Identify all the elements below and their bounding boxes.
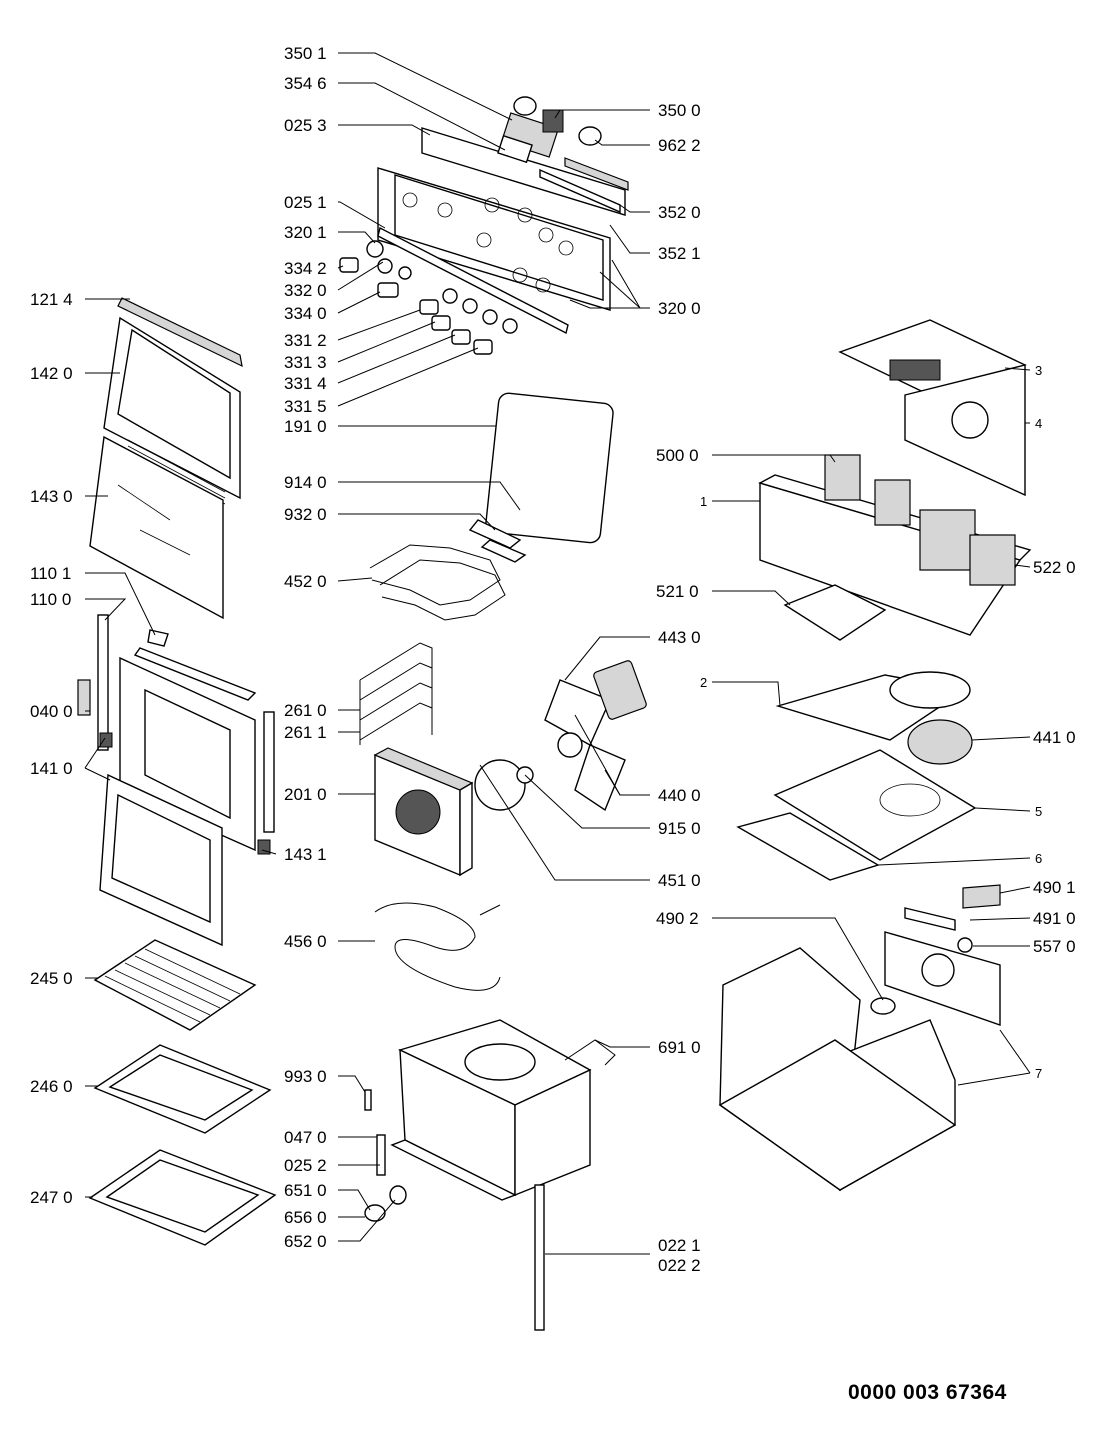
label-451-0: 451 0 — [658, 871, 701, 890]
label-022-2: 022 2 — [658, 1256, 701, 1275]
label-441-0: 441 0 — [1033, 728, 1076, 747]
label-261-1: 261 1 — [284, 723, 327, 742]
label-247-0: 247 0 — [30, 1188, 73, 1207]
label-352-1: 352 1 — [658, 244, 701, 263]
label-915-0: 915 0 — [658, 819, 701, 838]
oven-cavity — [390, 1019, 592, 1201]
label-490-1: 490 1 — [1033, 878, 1076, 897]
leader-lines — [84, 52, 1031, 1255]
label-2: 2 — [700, 675, 707, 690]
label-261-0: 261 0 — [284, 701, 327, 720]
fan-cover — [373, 747, 474, 877]
label-121-4: 121 4 — [30, 290, 73, 309]
label-993-0: 993 0 — [284, 1067, 327, 1086]
label-932-0: 932 0 — [284, 505, 327, 524]
label-025-3: 025 3 — [284, 116, 327, 135]
label-7: 7 — [1035, 1066, 1042, 1081]
label-141-0: 141 0 — [30, 759, 73, 778]
label-110-1: 110 1 — [30, 564, 71, 583]
label-191-0: 191 0 — [284, 417, 327, 436]
label-522-0: 522 0 — [1033, 558, 1076, 577]
baking-tray — [93, 1044, 272, 1134]
label-350-0: 350 0 — [658, 101, 701, 120]
shelf-supports — [359, 642, 433, 745]
top-heating-element — [369, 519, 527, 621]
control-module-bracket — [758, 454, 1032, 641]
label-025-1: 025 1 — [284, 193, 327, 212]
label-3: 3 — [1035, 363, 1042, 378]
label-331-4: 331 4 — [284, 374, 327, 393]
control-knobs — [339, 240, 518, 355]
label-331-3: 331 3 — [284, 353, 327, 372]
label-5: 5 — [1035, 804, 1042, 819]
label-025-2: 025 2 — [284, 1156, 327, 1175]
label-022-1: 022 1 — [658, 1236, 701, 1255]
label-352-0: 352 0 — [658, 203, 701, 222]
label-491-0: 491 0 — [1033, 909, 1076, 928]
part-labels: 350 1 354 6 025 3 025 1 320 1 334 2 332 … — [30, 44, 1076, 1275]
label-651-0: 651 0 — [284, 1181, 327, 1200]
label-962-2: 962 2 — [658, 136, 701, 155]
label-914-0: 914 0 — [284, 473, 327, 492]
label-246-0: 246 0 — [30, 1077, 73, 1096]
label-245-0: 245 0 — [30, 969, 73, 988]
label-350-1: 350 1 — [284, 44, 327, 63]
control-panel-assembly — [377, 96, 629, 335]
label-656-0: 656 0 — [284, 1208, 327, 1227]
label-452-0: 452 0 — [284, 572, 327, 591]
label-557-0: 557 0 — [1033, 937, 1076, 956]
label-320-0: 320 0 — [658, 299, 701, 318]
label-6: 6 — [1035, 851, 1042, 866]
label-354-6: 354 6 — [284, 74, 327, 93]
drip-tray — [88, 1149, 277, 1246]
label-443-0: 443 0 — [658, 628, 701, 647]
air-deflector — [775, 671, 973, 765]
label-143-0: 143 0 — [30, 487, 73, 506]
label-331-2: 331 2 — [284, 331, 327, 350]
label-331-5: 331 5 — [284, 397, 327, 416]
label-320-1: 320 1 — [284, 223, 327, 242]
label-142-0: 142 0 — [30, 364, 73, 383]
label-110-0: 110 0 — [30, 590, 71, 609]
label-456-0: 456 0 — [284, 932, 327, 951]
label-143-1: 143 1 — [284, 845, 327, 864]
label-500-0: 500 0 — [656, 446, 699, 465]
document-code: 0000 003 67364 — [848, 1381, 1007, 1404]
label-691-0: 691 0 — [658, 1038, 701, 1057]
fan-motor-and-blade — [474, 660, 647, 812]
label-047-0: 047 0 — [284, 1128, 327, 1147]
cooling-fan-housing — [838, 319, 1027, 497]
outer-casing — [718, 884, 1001, 1192]
cooling-plates — [736, 749, 977, 881]
label-334-0: 334 0 — [284, 304, 327, 323]
label-332-0: 332 0 — [284, 281, 327, 300]
wire-shelf — [93, 939, 257, 1031]
door-seal — [485, 392, 614, 544]
label-040-0: 040 0 — [30, 702, 73, 721]
cavity-small-parts — [364, 1039, 616, 1331]
label-334-2: 334 2 — [284, 259, 327, 278]
label-1: 1 — [700, 494, 707, 509]
label-440-0: 440 0 — [658, 786, 701, 805]
label-490-2: 490 2 — [656, 909, 699, 928]
ring-heating-element — [374, 902, 501, 991]
label-4: 4 — [1035, 416, 1042, 431]
oven-door-assembly — [77, 297, 275, 947]
label-652-0: 652 0 — [284, 1232, 327, 1251]
label-521-0: 521 0 — [656, 582, 699, 601]
label-201-0: 201 0 — [284, 785, 327, 804]
